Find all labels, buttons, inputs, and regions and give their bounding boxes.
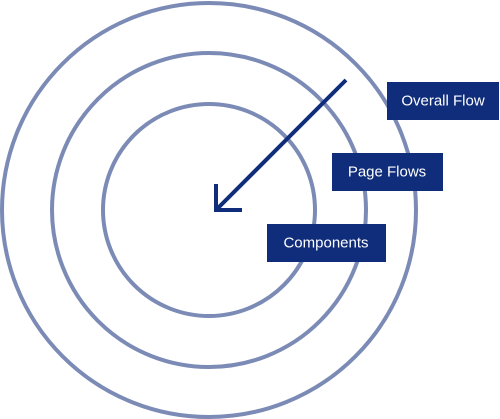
middle-ring (50, 51, 368, 369)
arrow-down-left-icon (214, 78, 348, 212)
overall-flow-label-box (387, 82, 499, 120)
components-label-text: Components (283, 235, 368, 252)
page-flows-label-text: Page Flows (348, 164, 426, 181)
arrow-head (214, 184, 242, 212)
components-label: Components (267, 224, 386, 262)
arrow-shaft (215, 78, 348, 211)
overall-flow-label-text: Overall Flow (401, 93, 485, 110)
outer-ring (0, 1, 418, 419)
page-flows-label: Page Flows (332, 153, 443, 191)
inner-ring (101, 102, 317, 318)
page-flows-label-box (332, 153, 443, 191)
components-label-box (267, 224, 386, 262)
overall-flow-label: Overall Flow (387, 82, 499, 120)
